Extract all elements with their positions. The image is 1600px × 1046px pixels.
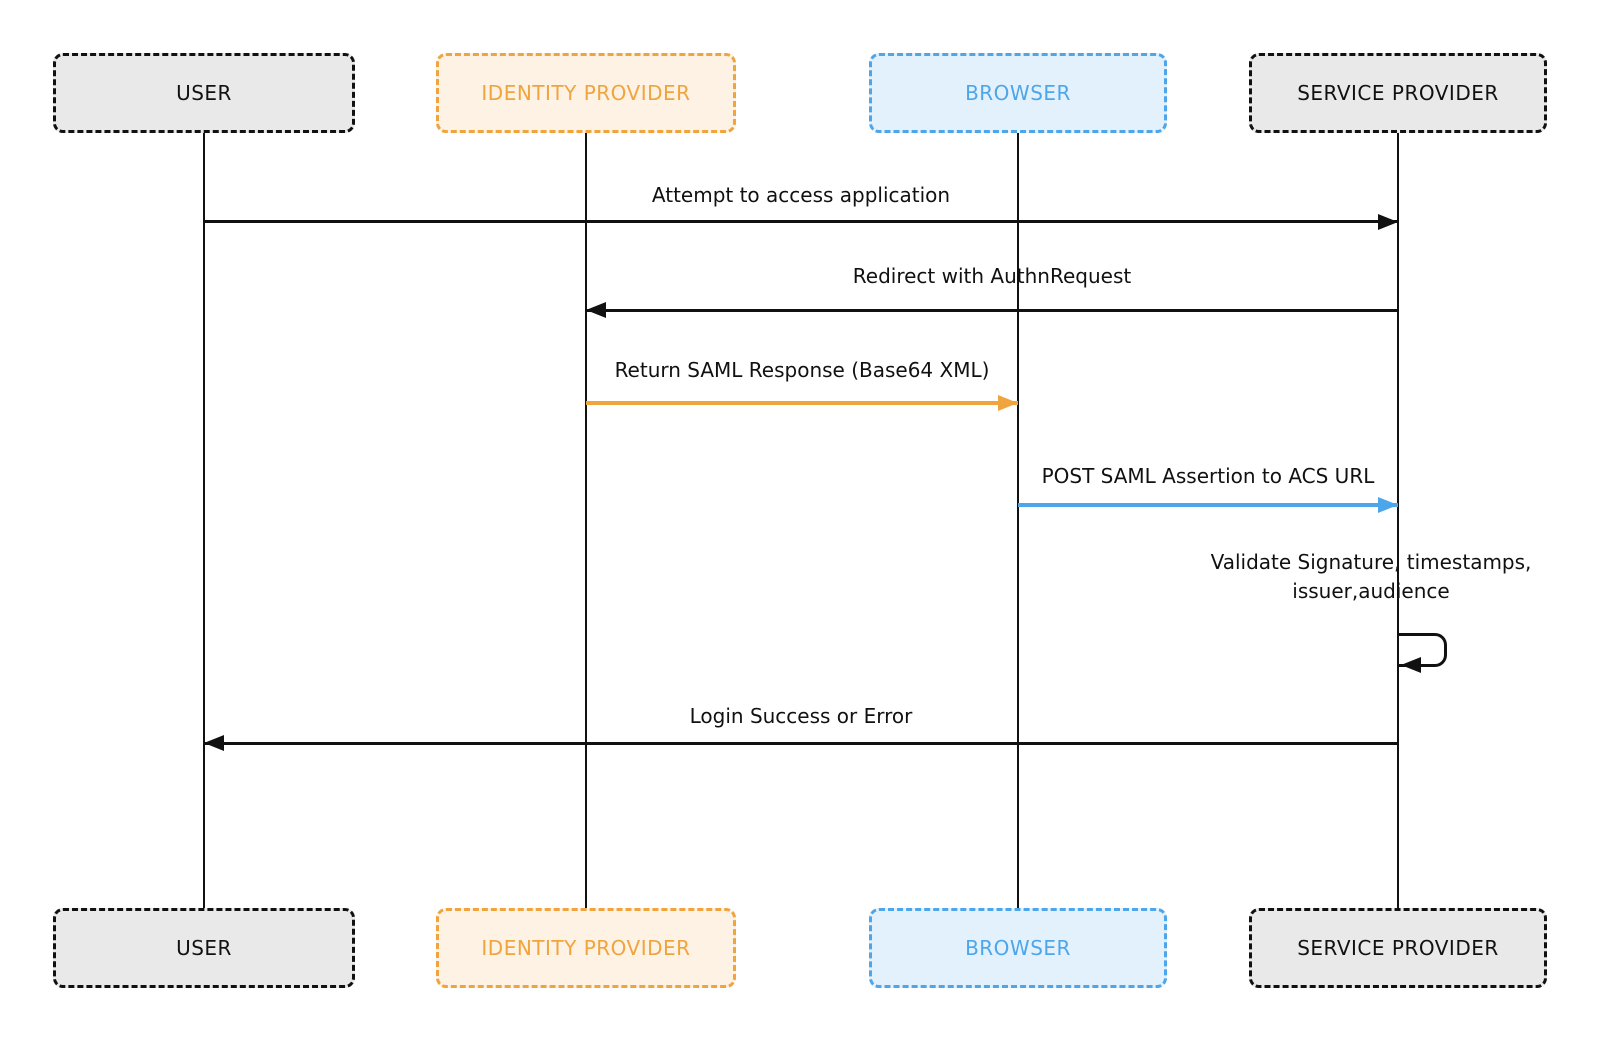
actor-identity-provider-top: IDENTITY PROVIDER	[436, 53, 736, 133]
message-2-arrowhead-icon	[586, 302, 606, 318]
actor-label: SERVICE PROVIDER	[1297, 936, 1499, 960]
actor-user-bottom: USER	[53, 908, 355, 988]
message-6-arrowhead-icon	[204, 735, 224, 751]
message-2-line	[586, 309, 1398, 312]
lifeline-identity-provider	[585, 133, 587, 908]
message-5-arrowhead-icon	[1401, 657, 1421, 673]
lifeline-browser	[1017, 133, 1019, 908]
message-4-arrowhead-icon	[1378, 497, 1398, 513]
actor-service-provider-bottom: SERVICE PROVIDER	[1249, 908, 1547, 988]
message-1-line	[204, 220, 1398, 223]
message-3-line	[586, 401, 1018, 405]
actor-label: IDENTITY PROVIDER	[481, 81, 691, 105]
actor-label: BROWSER	[965, 936, 1071, 960]
message-3-arrowhead-icon	[998, 395, 1018, 411]
message-4-line	[1018, 503, 1398, 507]
actor-label: IDENTITY PROVIDER	[481, 936, 691, 960]
lifeline-service-provider	[1397, 133, 1399, 908]
actor-browser-top: BROWSER	[869, 53, 1167, 133]
actor-identity-provider-bottom: IDENTITY PROVIDER	[436, 908, 736, 988]
actor-label: SERVICE PROVIDER	[1297, 81, 1499, 105]
message-4-label: POST SAML Assertion to ACS URL	[1041, 464, 1375, 488]
message-6-line	[204, 742, 1398, 745]
message-3-label: Return SAML Response (Base64 XML)	[614, 358, 990, 382]
message-2-label: Redirect with AuthnRequest	[852, 264, 1132, 288]
message-1-label: Attempt to access application	[651, 183, 951, 207]
lifeline-user	[203, 133, 205, 908]
actor-label: USER	[176, 81, 232, 105]
message-1-arrowhead-icon	[1378, 214, 1398, 230]
actor-user-top: USER	[53, 53, 355, 133]
actor-label: USER	[176, 936, 232, 960]
actor-label: BROWSER	[965, 81, 1071, 105]
actor-browser-bottom: BROWSER	[869, 908, 1167, 988]
message-6-label: Login Success or Error	[689, 704, 913, 728]
message-5-self-loop	[1399, 633, 1447, 667]
message-5-label: Validate Signature, timestamps, issuer,a…	[1210, 550, 1532, 603]
actor-service-provider-top: SERVICE PROVIDER	[1249, 53, 1547, 133]
